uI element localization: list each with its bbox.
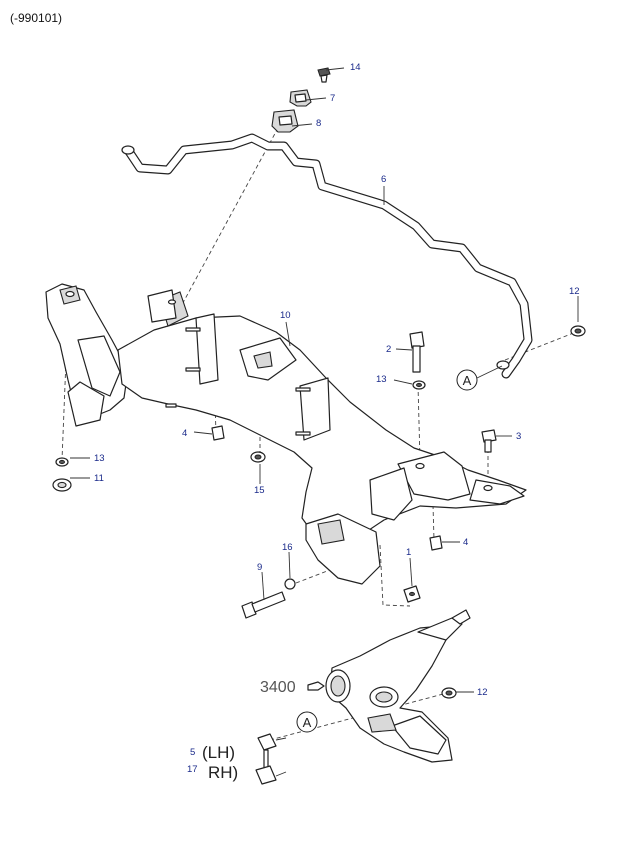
callout-12-lower: 12 — [477, 687, 488, 698]
callout-2: 2 — [386, 344, 391, 355]
lock-nut — [403, 585, 421, 603]
callout-14: 14 — [350, 62, 361, 73]
callout-7: 7 — [330, 93, 335, 104]
svg-text:A: A — [303, 715, 312, 730]
label-right-hand: RH) — [208, 763, 238, 782]
callout-4-lower: 4 — [463, 537, 468, 548]
reference-bushing-icon — [307, 681, 325, 691]
label-left-hand: (LH) — [202, 743, 235, 762]
stabilizer-nut-lower — [441, 687, 457, 699]
flange-bolt-left — [211, 425, 225, 441]
callout-12-upper: 12 — [569, 286, 580, 297]
callout-9: 9 — [257, 562, 262, 573]
leader-lines — [70, 67, 579, 693]
callout-1: 1 — [406, 547, 411, 558]
stabilizer-link — [255, 733, 287, 785]
stabilizer-bushing — [289, 89, 312, 107]
svg-text:A: A — [463, 373, 472, 388]
callout-5: 5 — [190, 747, 195, 758]
bushing-bracket — [271, 109, 299, 133]
callout-8: 8 — [316, 118, 321, 129]
flange-nut-center — [250, 451, 266, 463]
reference-marker-a-upper: A — [456, 365, 503, 391]
lower-control-arm — [325, 609, 471, 763]
callout-numbers: 14 7 8 6 12 10 2 13 3 4 13 11 15 4 1 16 … — [94, 62, 580, 775]
mounting-bolt-long — [409, 331, 425, 373]
callout-3: 3 — [516, 431, 521, 442]
callout-13-left: 13 — [94, 453, 105, 464]
callout-13-upper: 13 — [376, 374, 387, 385]
callout-17: 17 — [187, 764, 198, 775]
spring-washer — [284, 578, 296, 590]
stabilizer-bar — [121, 133, 533, 379]
callout-6: 6 — [381, 174, 386, 185]
lower-arm-bolt — [241, 591, 286, 619]
crossmember-subframe — [45, 283, 527, 585]
callout-4-left: 4 — [182, 428, 187, 439]
reference-code-label: 3400 — [260, 679, 296, 696]
reference-marker-a-lower: A — [296, 711, 318, 733]
stabilizer-nut-upper — [570, 325, 586, 337]
callout-16: 16 — [282, 542, 293, 553]
flange-nut-upper — [412, 380, 426, 390]
catalog-code-header: (-990101) — [10, 11, 62, 25]
callout-11: 11 — [94, 473, 104, 484]
flange-nut-left — [55, 457, 69, 467]
callout-10: 10 — [280, 310, 291, 321]
washer — [52, 478, 72, 492]
flange-bolt-right — [481, 429, 497, 453]
callout-15: 15 — [254, 485, 265, 496]
flange-bolt-lower — [429, 535, 443, 551]
